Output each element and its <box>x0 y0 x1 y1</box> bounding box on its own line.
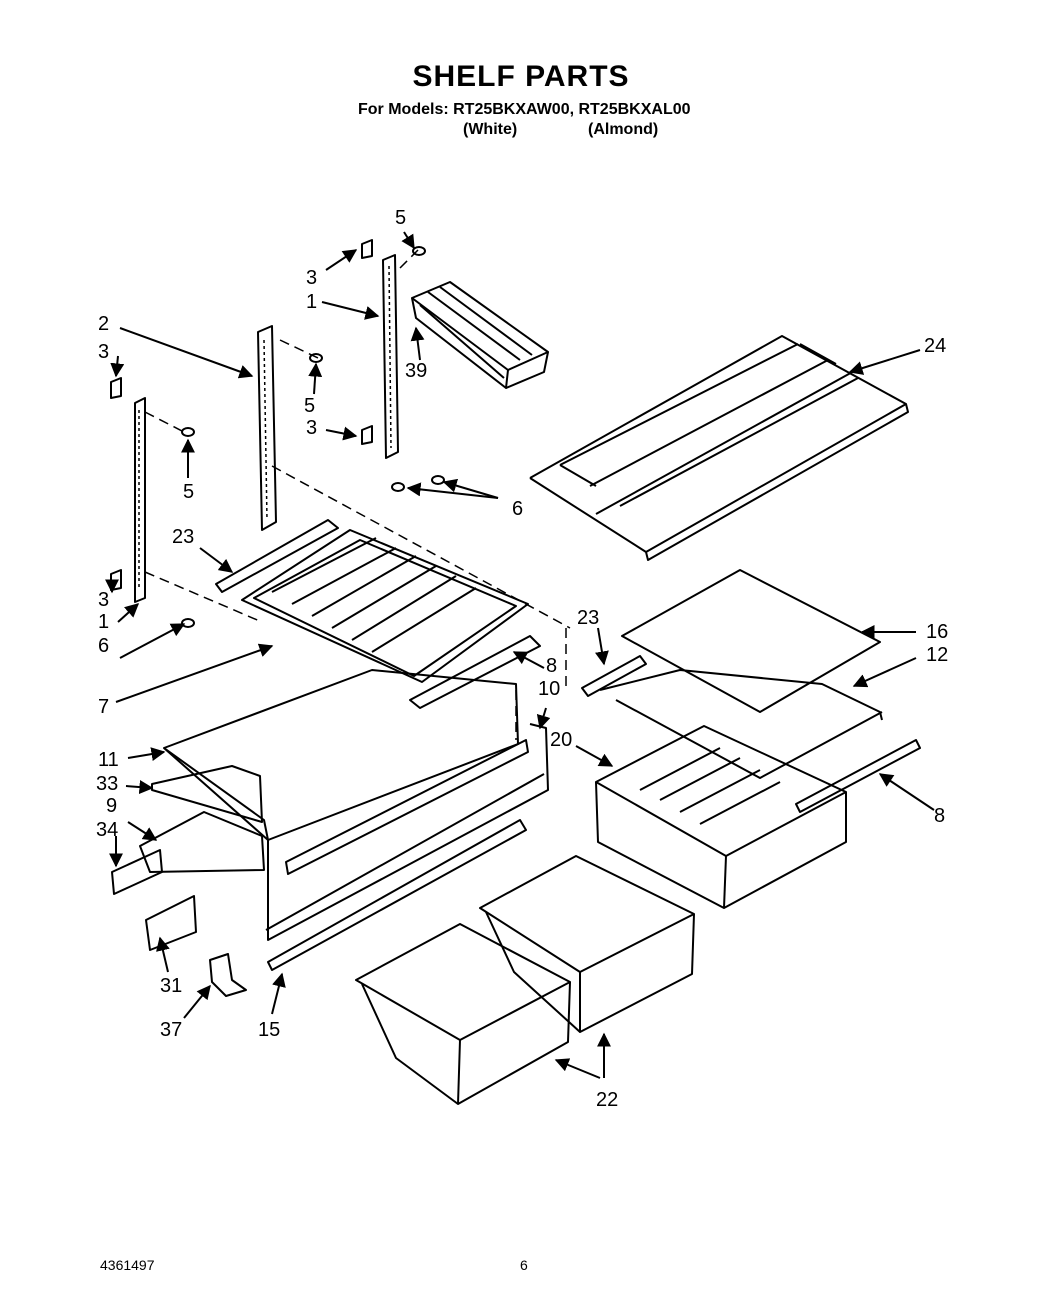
variant-almond-label: (Almond) <box>588 121 659 138</box>
callout-leaders <box>105 231 935 1079</box>
shelf-rail-left <box>134 397 146 603</box>
callout-6: 6 <box>512 498 523 520</box>
callout-5: 5 <box>304 395 315 417</box>
callout-1: 1 <box>306 291 317 313</box>
callout-labels: 5 3 1 2 3 39 5 3 5 6 24 23 3 1 6 7 23 16… <box>96 207 948 1111</box>
callout-5: 5 <box>183 481 194 503</box>
models-line: For Models: RT25BKXAW00, RT25BKXAL00 <box>358 101 691 118</box>
crisper-cover-part <box>111 669 549 971</box>
shelf-rail-rear <box>257 325 277 531</box>
callout-11: 11 <box>98 749 119 771</box>
callout-3: 3 <box>98 589 109 611</box>
callout-10: 10 <box>538 678 560 700</box>
callout-33: 33 <box>96 773 118 795</box>
slide-rails-right <box>581 655 921 813</box>
crisper-drawer-rear <box>479 855 695 1033</box>
callout-2: 2 <box>98 313 109 335</box>
bracket-part <box>209 953 247 997</box>
callout-3: 3 <box>306 267 317 289</box>
diagram-title: SHELF PARTS <box>412 60 630 93</box>
ice-tray-part <box>411 281 549 389</box>
shelf-rail-center <box>382 254 399 459</box>
callout-7: 7 <box>98 696 109 718</box>
callout-8: 8 <box>546 655 557 677</box>
callout-12: 12 <box>926 644 948 666</box>
variant-white-label: (White) <box>463 121 518 138</box>
callout-23: 23 <box>172 526 194 548</box>
document-number: 4361497 <box>100 1257 155 1273</box>
callout-3: 3 <box>306 417 317 439</box>
callout-3: 3 <box>98 341 109 363</box>
callout-20: 20 <box>550 729 572 751</box>
callout-5: 5 <box>395 207 406 229</box>
glass-shelf-part <box>599 569 883 779</box>
callout-9: 9 <box>106 795 117 817</box>
callout-22: 22 <box>596 1089 618 1111</box>
deli-tray-part <box>595 725 847 909</box>
clips-and-screws <box>110 239 445 628</box>
callout-39: 39 <box>405 360 427 382</box>
callout-34: 34 <box>96 819 118 841</box>
callout-37: 37 <box>160 1019 182 1041</box>
wire-shelf-part <box>529 335 909 561</box>
callout-31: 31 <box>160 975 182 997</box>
callout-15: 15 <box>258 1019 280 1041</box>
callout-6: 6 <box>98 635 109 657</box>
callout-23: 23 <box>577 607 599 629</box>
page-number: 6 <box>520 1257 528 1273</box>
alignment-lines <box>144 249 571 740</box>
callout-16: 16 <box>926 621 948 643</box>
slide-out-shelf-part <box>215 519 541 709</box>
callout-24: 24 <box>924 335 946 357</box>
callout-8: 8 <box>934 805 945 827</box>
crisper-drawer-front <box>355 923 571 1105</box>
callout-1: 1 <box>98 611 109 633</box>
